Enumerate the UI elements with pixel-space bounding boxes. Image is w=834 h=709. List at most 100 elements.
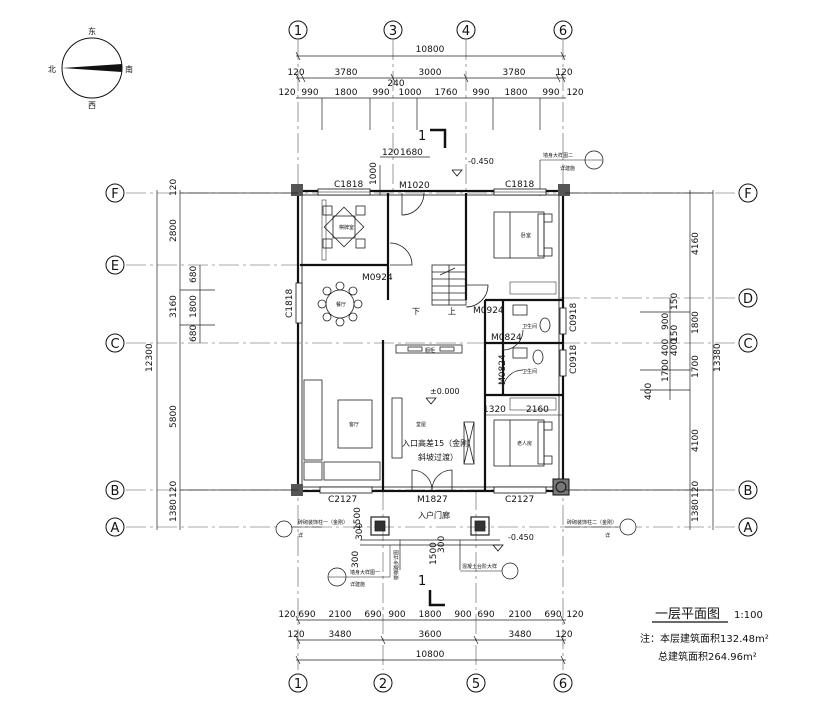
title-block: 一层平面图 1:100 注：本层建筑面积132.48m² 总建筑面积264.96… xyxy=(640,607,769,663)
level-main: ±0.000 xyxy=(430,387,460,396)
staircase xyxy=(431,264,467,306)
bottom-dimension-lines xyxy=(295,615,566,665)
top-row2-ticks xyxy=(321,98,541,130)
dim-bot-r1-7: 690 xyxy=(477,610,494,620)
axis-bottom-6: 6 xyxy=(559,677,567,692)
dim-sub-1000: 1000 xyxy=(369,162,379,185)
column-ref-right-2: 详 xyxy=(605,532,610,539)
dim-top-r1-1: 3780 xyxy=(335,68,358,78)
compass-north-label: 北 xyxy=(48,65,56,74)
axis-bottom-2: 2 xyxy=(379,677,387,692)
axis-right-B: B xyxy=(744,484,753,499)
compass-south-label: 南 xyxy=(125,64,133,74)
level-top: -0.450 xyxy=(468,157,494,166)
dim-right-inner-0: 150 xyxy=(670,293,680,310)
hall-label-3: 斜坡过渡） xyxy=(418,452,458,462)
drawing-scale: 1:100 xyxy=(734,610,763,621)
stair-down-label: 下 xyxy=(412,307,420,316)
dim-top-r1-0: 120 xyxy=(287,68,304,78)
column-ref-left: 砖砌装饰柱一（金刚） 详 xyxy=(275,519,348,539)
room-bath-1: 卫生间 xyxy=(522,323,537,330)
area-note-2: 总建筑面积264.96m² xyxy=(658,650,757,663)
door-m0824-b: M0824 xyxy=(498,354,508,385)
porch-columns xyxy=(370,516,490,536)
axis-right-A: A xyxy=(744,521,753,536)
cabinet-label: 橱柜 xyxy=(425,347,435,354)
window-c1818-b: C1818 xyxy=(505,180,534,190)
dim-top-r2-6: 990 xyxy=(472,88,489,98)
detail-ref-top-right: 墙身大样图二 详建施 xyxy=(539,150,604,196)
dim-porch-1500: 1500 xyxy=(353,507,363,530)
dim-bot-r1-6: 900 xyxy=(454,610,471,620)
axis-left-C: C xyxy=(110,337,119,352)
dim-bot-r1-3: 690 xyxy=(364,610,381,620)
axis-top-4: 4 xyxy=(462,24,470,39)
compass-west-label: 西 xyxy=(88,101,96,110)
dim-right-total: 13380 xyxy=(713,343,723,372)
axis-bubbles-left: F E C B A xyxy=(105,183,125,537)
bed-elder xyxy=(493,419,553,467)
room-bath-2: 卫生间 xyxy=(522,368,537,375)
dim-top-r2-2: 1800 xyxy=(335,88,358,98)
door-m1020: M1020 xyxy=(399,181,430,191)
room-elder: 老人房 xyxy=(517,440,532,447)
column-ref-left-2: 详 xyxy=(298,532,303,539)
dim-left-inner-0: 680 xyxy=(189,266,199,283)
dim-right-inner-4: 150 xyxy=(670,325,680,342)
mahjong-table xyxy=(322,205,366,249)
dim-right-inner-3: 400 xyxy=(670,339,680,356)
dim-right-3: 4100 xyxy=(691,429,701,452)
section-mark-bottom: 1 xyxy=(418,574,445,607)
dim-top-r2-5: 1760 xyxy=(435,88,458,98)
dim-left-0: 120 xyxy=(169,179,179,196)
dim-top-r2-9: 120 xyxy=(566,88,583,98)
detail-ref-label-1: 墙身大样图二 xyxy=(543,152,573,159)
room-dining: 餐厅 xyxy=(336,301,346,308)
dim-right-inner-5: 1700 xyxy=(661,359,671,382)
door-m1827: M1827 xyxy=(417,495,448,505)
section-label-top: 1 xyxy=(418,129,426,144)
dim-top-r2-0: 120 xyxy=(278,88,295,98)
top-dimension-lines xyxy=(295,51,566,99)
axis-bottom-1: 1 xyxy=(294,677,302,692)
dim-top-r2-3: 990 xyxy=(372,88,389,98)
window-c1818-a: C1818 xyxy=(334,180,363,190)
axis-top-1: 1 xyxy=(294,24,302,39)
dim-bot-total: 10800 xyxy=(416,650,445,660)
dim-right-inner-2: 400 xyxy=(661,339,671,356)
door-m0924-a: M0924 xyxy=(362,273,393,283)
step-detail-label: 混凝土台阶大样 xyxy=(462,563,497,570)
axis-right-C: C xyxy=(743,337,752,352)
area-note-1: 注：本层建筑面积132.48m² xyxy=(640,632,769,645)
door-m0824-a: M0824 xyxy=(491,333,522,343)
dim-top-r2-4: 1000 xyxy=(399,88,422,98)
column-ref-right-1: 砖砌装饰柱二（金刚） xyxy=(567,519,617,526)
room-living: 客厅 xyxy=(349,421,359,428)
axis-left-E: E xyxy=(111,259,119,274)
room-chess: 棋牌室 xyxy=(339,224,354,231)
bed-master xyxy=(493,211,553,259)
compass-east-label: 东 xyxy=(88,26,96,36)
window-c2127-a: C2127 xyxy=(328,495,357,505)
dim-mid-1320: 1320 xyxy=(483,405,506,415)
dim-bot-r2-2: 3600 xyxy=(419,630,442,640)
axis-bubbles-bottom: 1 2 5 6 xyxy=(288,673,573,693)
dim-porch-300c: 300 xyxy=(437,536,447,553)
dim-bot-r2-3: 3480 xyxy=(509,630,532,640)
kitchen-cabinet xyxy=(395,344,463,354)
living-furniture xyxy=(303,379,403,481)
dim-porch-300: 300 xyxy=(355,523,365,540)
axis-gridlines xyxy=(126,40,738,670)
dim-sub-1680: 1680 xyxy=(400,148,423,158)
detail-ref-label-2: 详建施 xyxy=(560,165,575,172)
column-ref-right: 砖砌装饰柱二（金刚） 详 xyxy=(565,518,637,539)
dim-left-total: 12300 xyxy=(145,343,155,372)
dim-top-total: 10800 xyxy=(416,45,445,55)
dim-porch-300b: 300 xyxy=(351,551,361,568)
dim-mid-2160: 2160 xyxy=(526,405,549,415)
section-mark-top: 1 xyxy=(418,128,447,148)
right-dimension-lines xyxy=(640,190,714,530)
dim-left-4: 1380 xyxy=(169,499,179,522)
dim-top-r1-4: 120 xyxy=(555,68,572,78)
